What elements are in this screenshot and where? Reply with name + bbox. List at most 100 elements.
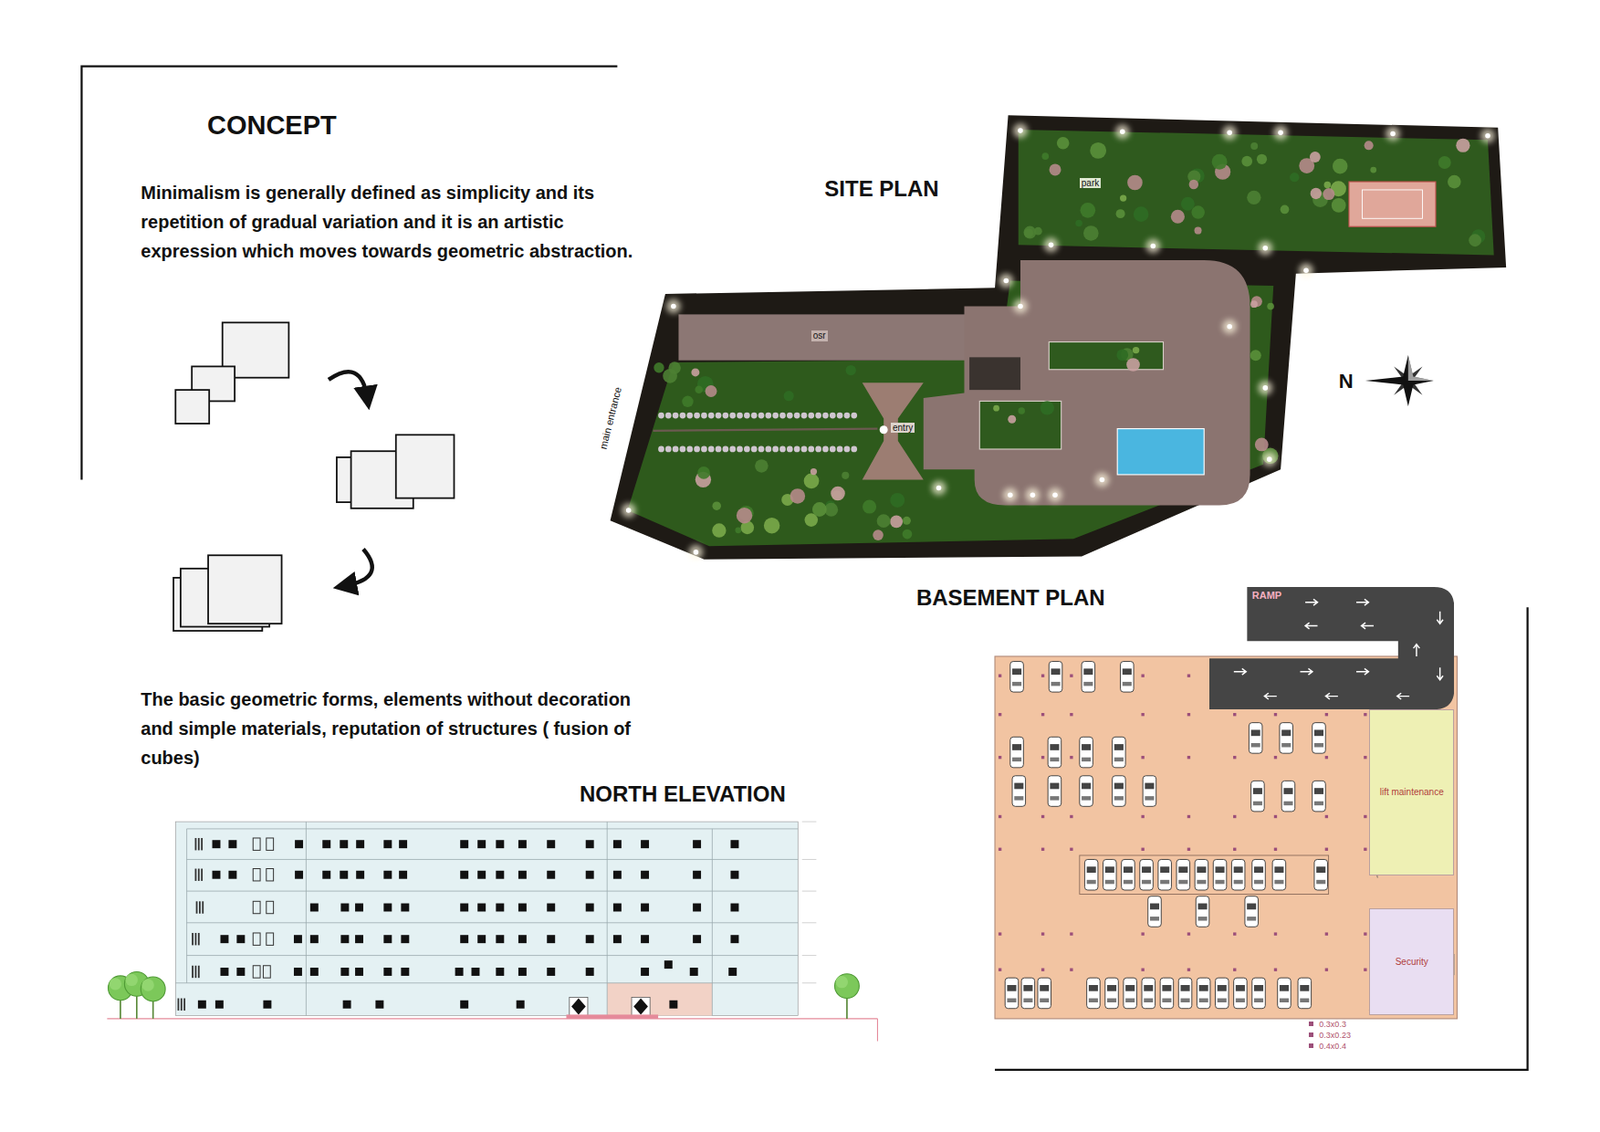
basement-plan (1079, 855, 1329, 894)
tree (1322, 188, 1335, 200)
window (546, 870, 555, 879)
window (322, 870, 331, 879)
car (1215, 977, 1230, 1009)
garden-light (1047, 487, 1063, 502)
curved-arrow (345, 549, 373, 586)
outlined-window (252, 965, 261, 978)
car (1105, 866, 1115, 873)
garden-light (1390, 131, 1396, 137)
car (1246, 903, 1256, 910)
car (1314, 729, 1324, 736)
outlined-window (252, 932, 261, 945)
car (1023, 998, 1033, 1003)
traffic-arrow (1233, 668, 1246, 675)
car (1314, 801, 1324, 806)
north-elevation (108, 971, 860, 1018)
window (398, 839, 408, 848)
car (1087, 866, 1097, 873)
window (692, 903, 701, 912)
window (613, 934, 622, 943)
tree (653, 362, 664, 373)
car (1121, 858, 1136, 890)
car (1087, 977, 1101, 1009)
traffic-arrow (1397, 692, 1410, 700)
car (1316, 866, 1326, 873)
car (1004, 977, 1019, 1009)
site-plan (1349, 181, 1436, 227)
north-elevation (177, 837, 740, 1016)
north-elevation (305, 821, 307, 1015)
hedge (700, 412, 708, 419)
entrance-door (569, 996, 588, 1015)
car (1196, 879, 1206, 884)
hedge (822, 446, 829, 453)
car (1122, 668, 1132, 675)
traffic-arrow (1436, 667, 1444, 680)
tree (804, 472, 820, 489)
north-elevation (802, 858, 817, 860)
hedge (693, 412, 701, 419)
car (1181, 984, 1191, 992)
tree (1468, 233, 1482, 247)
garden-light (1052, 491, 1058, 498)
window (546, 934, 555, 943)
car (1274, 866, 1284, 873)
north-elevation (606, 983, 712, 1016)
tree (862, 499, 877, 513)
hedge (844, 446, 851, 453)
window (477, 839, 486, 848)
garden-light (1115, 124, 1130, 139)
car (1217, 998, 1227, 1003)
hedge (686, 446, 693, 453)
site-label: main entrance (596, 384, 624, 453)
car (1021, 977, 1036, 1009)
traffic-arrow (1436, 611, 1444, 624)
north-elevation (175, 821, 798, 1015)
hedge (715, 412, 722, 419)
window (669, 1000, 678, 1009)
traffic-arrow (1356, 598, 1369, 606)
tree (1133, 206, 1150, 222)
car (1281, 729, 1291, 736)
entrance-door (631, 996, 650, 1015)
car (1316, 879, 1326, 884)
garden-light (1257, 380, 1273, 396)
garden-light (1003, 487, 1018, 502)
car (1272, 858, 1287, 890)
window (460, 839, 469, 848)
ribbed-window (191, 932, 199, 945)
north-elevation (175, 821, 798, 1015)
car (1252, 858, 1266, 890)
tree (1083, 225, 1099, 241)
tree (835, 973, 860, 1019)
window (477, 870, 486, 879)
tree (690, 367, 700, 377)
traffic-arrow (1412, 643, 1420, 656)
car (1081, 757, 1091, 762)
tree (1246, 190, 1261, 205)
window (215, 1000, 224, 1009)
tree (784, 390, 795, 401)
north-elevation (802, 954, 817, 956)
garden-light (1003, 278, 1010, 284)
car (1014, 795, 1024, 800)
car (1125, 984, 1135, 992)
car (1244, 896, 1259, 928)
car (1049, 795, 1059, 800)
window (398, 870, 408, 879)
car (1231, 858, 1245, 890)
north-elevation (802, 821, 817, 984)
column (1069, 674, 1073, 678)
car (1103, 858, 1118, 890)
tree (1089, 142, 1107, 159)
tree (1212, 154, 1228, 170)
ribbed-window (195, 965, 198, 978)
tree (1018, 407, 1025, 414)
outlined-window (266, 868, 274, 881)
window (355, 870, 365, 879)
car (1081, 783, 1091, 790)
car (1088, 998, 1099, 1003)
room: Security (1369, 908, 1454, 1015)
window (322, 839, 331, 848)
car (1079, 736, 1094, 768)
